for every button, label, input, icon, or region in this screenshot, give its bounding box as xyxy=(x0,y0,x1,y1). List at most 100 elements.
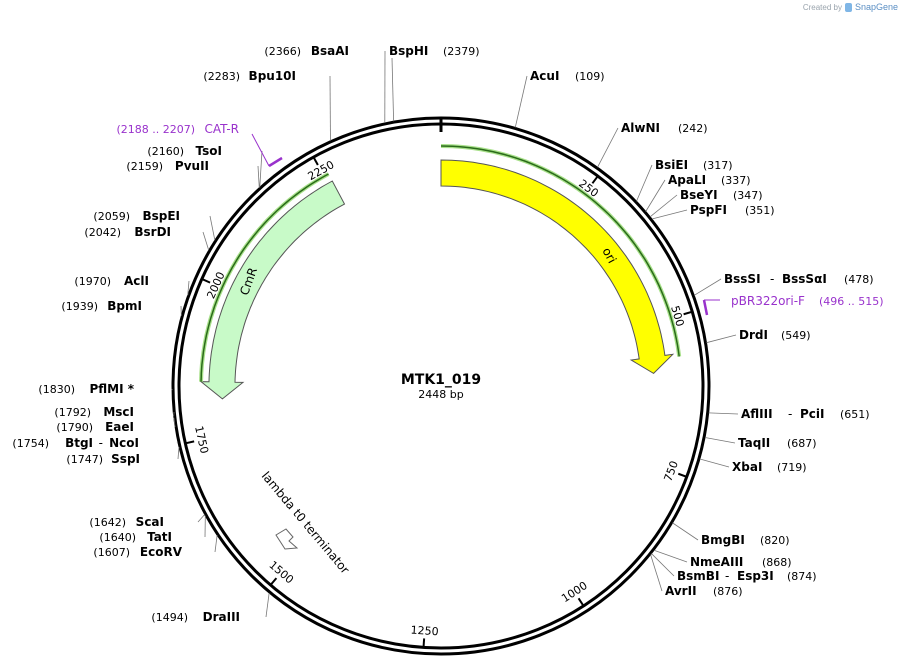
site-name: BsiEI xyxy=(655,158,688,172)
site-leader-line xyxy=(704,437,736,444)
feature-ori-arrow xyxy=(440,159,675,375)
site-position: (2366) xyxy=(264,45,301,58)
site-name: ApaLI xyxy=(668,173,706,187)
site-leader-line xyxy=(708,412,739,415)
site-name: BpmI xyxy=(107,299,142,313)
site-name-alt: NcoI xyxy=(109,436,139,450)
site-position: (549) xyxy=(781,329,811,342)
site-position: (337) xyxy=(721,174,751,187)
primers-layer: pBR322ori-F(496 .. 515)CAT-R(2188 .. 220… xyxy=(116,122,884,316)
site-name: MscI xyxy=(103,405,134,419)
site-leader-line xyxy=(176,441,179,444)
site-name: BsaAI xyxy=(311,44,349,58)
feature-cmr-strand-line xyxy=(200,173,329,382)
tick-mark xyxy=(200,277,211,284)
site-leader-line xyxy=(653,549,688,563)
site-leader-line xyxy=(645,179,666,212)
site-position: (687) xyxy=(787,437,817,450)
snapgene-credit: Created by SnapGene xyxy=(803,2,898,12)
site-name: NmeAIII xyxy=(690,555,743,569)
tick-label: 750 xyxy=(662,459,681,483)
site-leader-line xyxy=(706,334,737,344)
site-leader-line xyxy=(197,514,205,523)
site-position: (1792) xyxy=(54,406,91,419)
tick-mark xyxy=(577,597,585,608)
site-position: (876) xyxy=(713,585,743,598)
tick-mark xyxy=(312,155,319,166)
snapgene-logo-icon xyxy=(844,2,852,12)
tick-label: 1000 xyxy=(559,579,590,605)
site-leader-line xyxy=(672,522,699,541)
site-name: DrdI xyxy=(739,328,768,342)
site-name: EcoRV xyxy=(140,545,183,559)
tick-mark xyxy=(591,174,600,184)
site-position: (2059) xyxy=(93,210,130,223)
site-position: (1642) xyxy=(89,516,126,529)
site-leader-line xyxy=(649,194,678,218)
site-name: SspI xyxy=(111,452,140,466)
site-leader-line xyxy=(187,280,190,296)
plasmid-name: MTK1_019 xyxy=(401,372,481,388)
site-position: (1640) xyxy=(99,531,136,544)
site-name: ScaI xyxy=(136,515,164,529)
site-position: (317) xyxy=(703,159,733,172)
site-name: BsmBI xyxy=(677,569,719,583)
sites-layer: AcuI (109) AlwNI (242) BsiEI (317)ApaLI (337) B… xyxy=(12,44,873,624)
primer-range: (496 .. 515) xyxy=(819,295,884,308)
site-position: (874) xyxy=(787,570,817,583)
site-leader-line xyxy=(636,164,653,202)
site-leader-line xyxy=(259,150,263,188)
site-name-alt: Esp3I xyxy=(737,569,774,583)
site-position: (1747) xyxy=(66,453,103,466)
site-position: (1970) xyxy=(74,275,111,288)
site-position: (478) xyxy=(844,273,874,286)
site-position: (868) xyxy=(762,556,792,569)
tick-mark xyxy=(683,310,694,316)
site-position: (1830) xyxy=(38,383,75,396)
primer-name: pBR322ori-F xyxy=(731,294,805,308)
site-name: BspEI xyxy=(142,209,180,223)
site-name: PvuII xyxy=(175,159,209,173)
tick-label: 1750 xyxy=(192,425,211,455)
site-separator: - xyxy=(788,407,792,421)
site-position: (2379) xyxy=(443,45,480,58)
site-position: (109) xyxy=(575,70,605,83)
site-separator: - xyxy=(99,436,103,450)
site-leader-line xyxy=(699,458,730,468)
site-separator: - xyxy=(725,569,729,583)
site-position: (1607) xyxy=(93,546,130,559)
site-name: BtgI xyxy=(65,436,93,450)
tick-label: 500 xyxy=(668,304,686,328)
site-leader-line xyxy=(650,554,663,592)
primer-leader-line xyxy=(251,133,270,167)
site-position: (242) xyxy=(678,122,708,135)
site-leader-line xyxy=(391,57,395,122)
site-name: TaqII xyxy=(738,436,770,450)
site-leader-line xyxy=(694,278,722,296)
site-position: (2283) xyxy=(203,70,240,83)
site-name: AlwNI xyxy=(621,121,660,135)
site-leader-line xyxy=(597,127,619,168)
site-leader-line xyxy=(209,215,216,241)
site-position: (2042) xyxy=(84,226,121,239)
site-name: BmgBI xyxy=(701,533,745,547)
tick-mark xyxy=(677,472,689,479)
site-position: (1790) xyxy=(56,421,93,434)
site-name: AclI xyxy=(124,274,149,288)
site-position: (719) xyxy=(777,461,807,474)
site-leader-line xyxy=(202,231,210,251)
site-position: (1939) xyxy=(61,300,98,313)
tick-label: 250 xyxy=(576,177,601,200)
site-leader-line xyxy=(173,417,176,428)
site-name-alt: BssSαI xyxy=(782,272,827,286)
site-leader-line xyxy=(265,592,270,618)
site-name: AcuI xyxy=(530,69,559,83)
site-name: PflMI * xyxy=(89,382,134,396)
site-leader-line xyxy=(651,209,688,220)
feature-label: ori xyxy=(599,245,619,265)
site-position: (1754) xyxy=(12,437,49,450)
site-leader-line xyxy=(214,535,218,553)
site-name: EaeI xyxy=(105,420,134,434)
site-name-alt: PciI xyxy=(800,407,825,421)
